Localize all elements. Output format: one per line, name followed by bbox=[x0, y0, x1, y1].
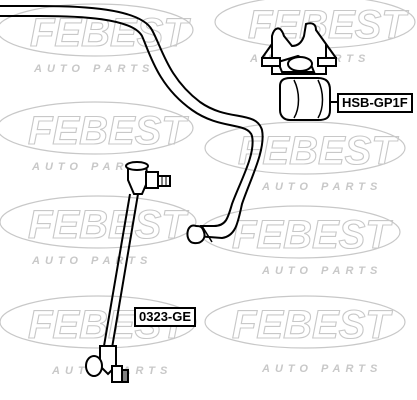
watermark-brand: FEBEST bbox=[30, 11, 191, 55]
watermark-brand: FEBEST bbox=[28, 109, 189, 153]
stabilizer-bar bbox=[0, 5, 264, 245]
watermark-brand: FEBEST bbox=[28, 203, 189, 247]
bushing bbox=[279, 77, 338, 121]
watermark-1: FEBEST AUTO PARTS bbox=[0, 3, 194, 75]
watermark-subtitle: AUTO PARTS bbox=[261, 181, 382, 193]
bushing-with-bracket bbox=[261, 22, 337, 75]
watermark-brand: FEBEST bbox=[232, 303, 393, 347]
callout-bushing: HSB-GP1F bbox=[337, 93, 413, 113]
stabilizer-link bbox=[85, 161, 171, 383]
callout-link: 0323-GE bbox=[134, 307, 197, 327]
watermark-4: FEBEST AUTO PARTS bbox=[204, 121, 406, 193]
watermark-5: FEBEST AUTO PARTS bbox=[0, 195, 197, 267]
watermark-subtitle: AUTO PARTS bbox=[261, 363, 382, 375]
watermark-subtitle: AUTO PARTS bbox=[33, 63, 154, 75]
watermark-brand: FEBEST bbox=[238, 129, 399, 173]
watermark-subtitle: AUTO PARTS bbox=[31, 161, 152, 173]
watermark-8: FEBEST AUTO PARTS bbox=[204, 295, 406, 375]
watermark-brand: FEBEST bbox=[232, 213, 393, 257]
watermark-subtitle: AUTO PARTS bbox=[261, 265, 382, 277]
watermark-3: FEBEST AUTO PARTS bbox=[0, 101, 194, 173]
